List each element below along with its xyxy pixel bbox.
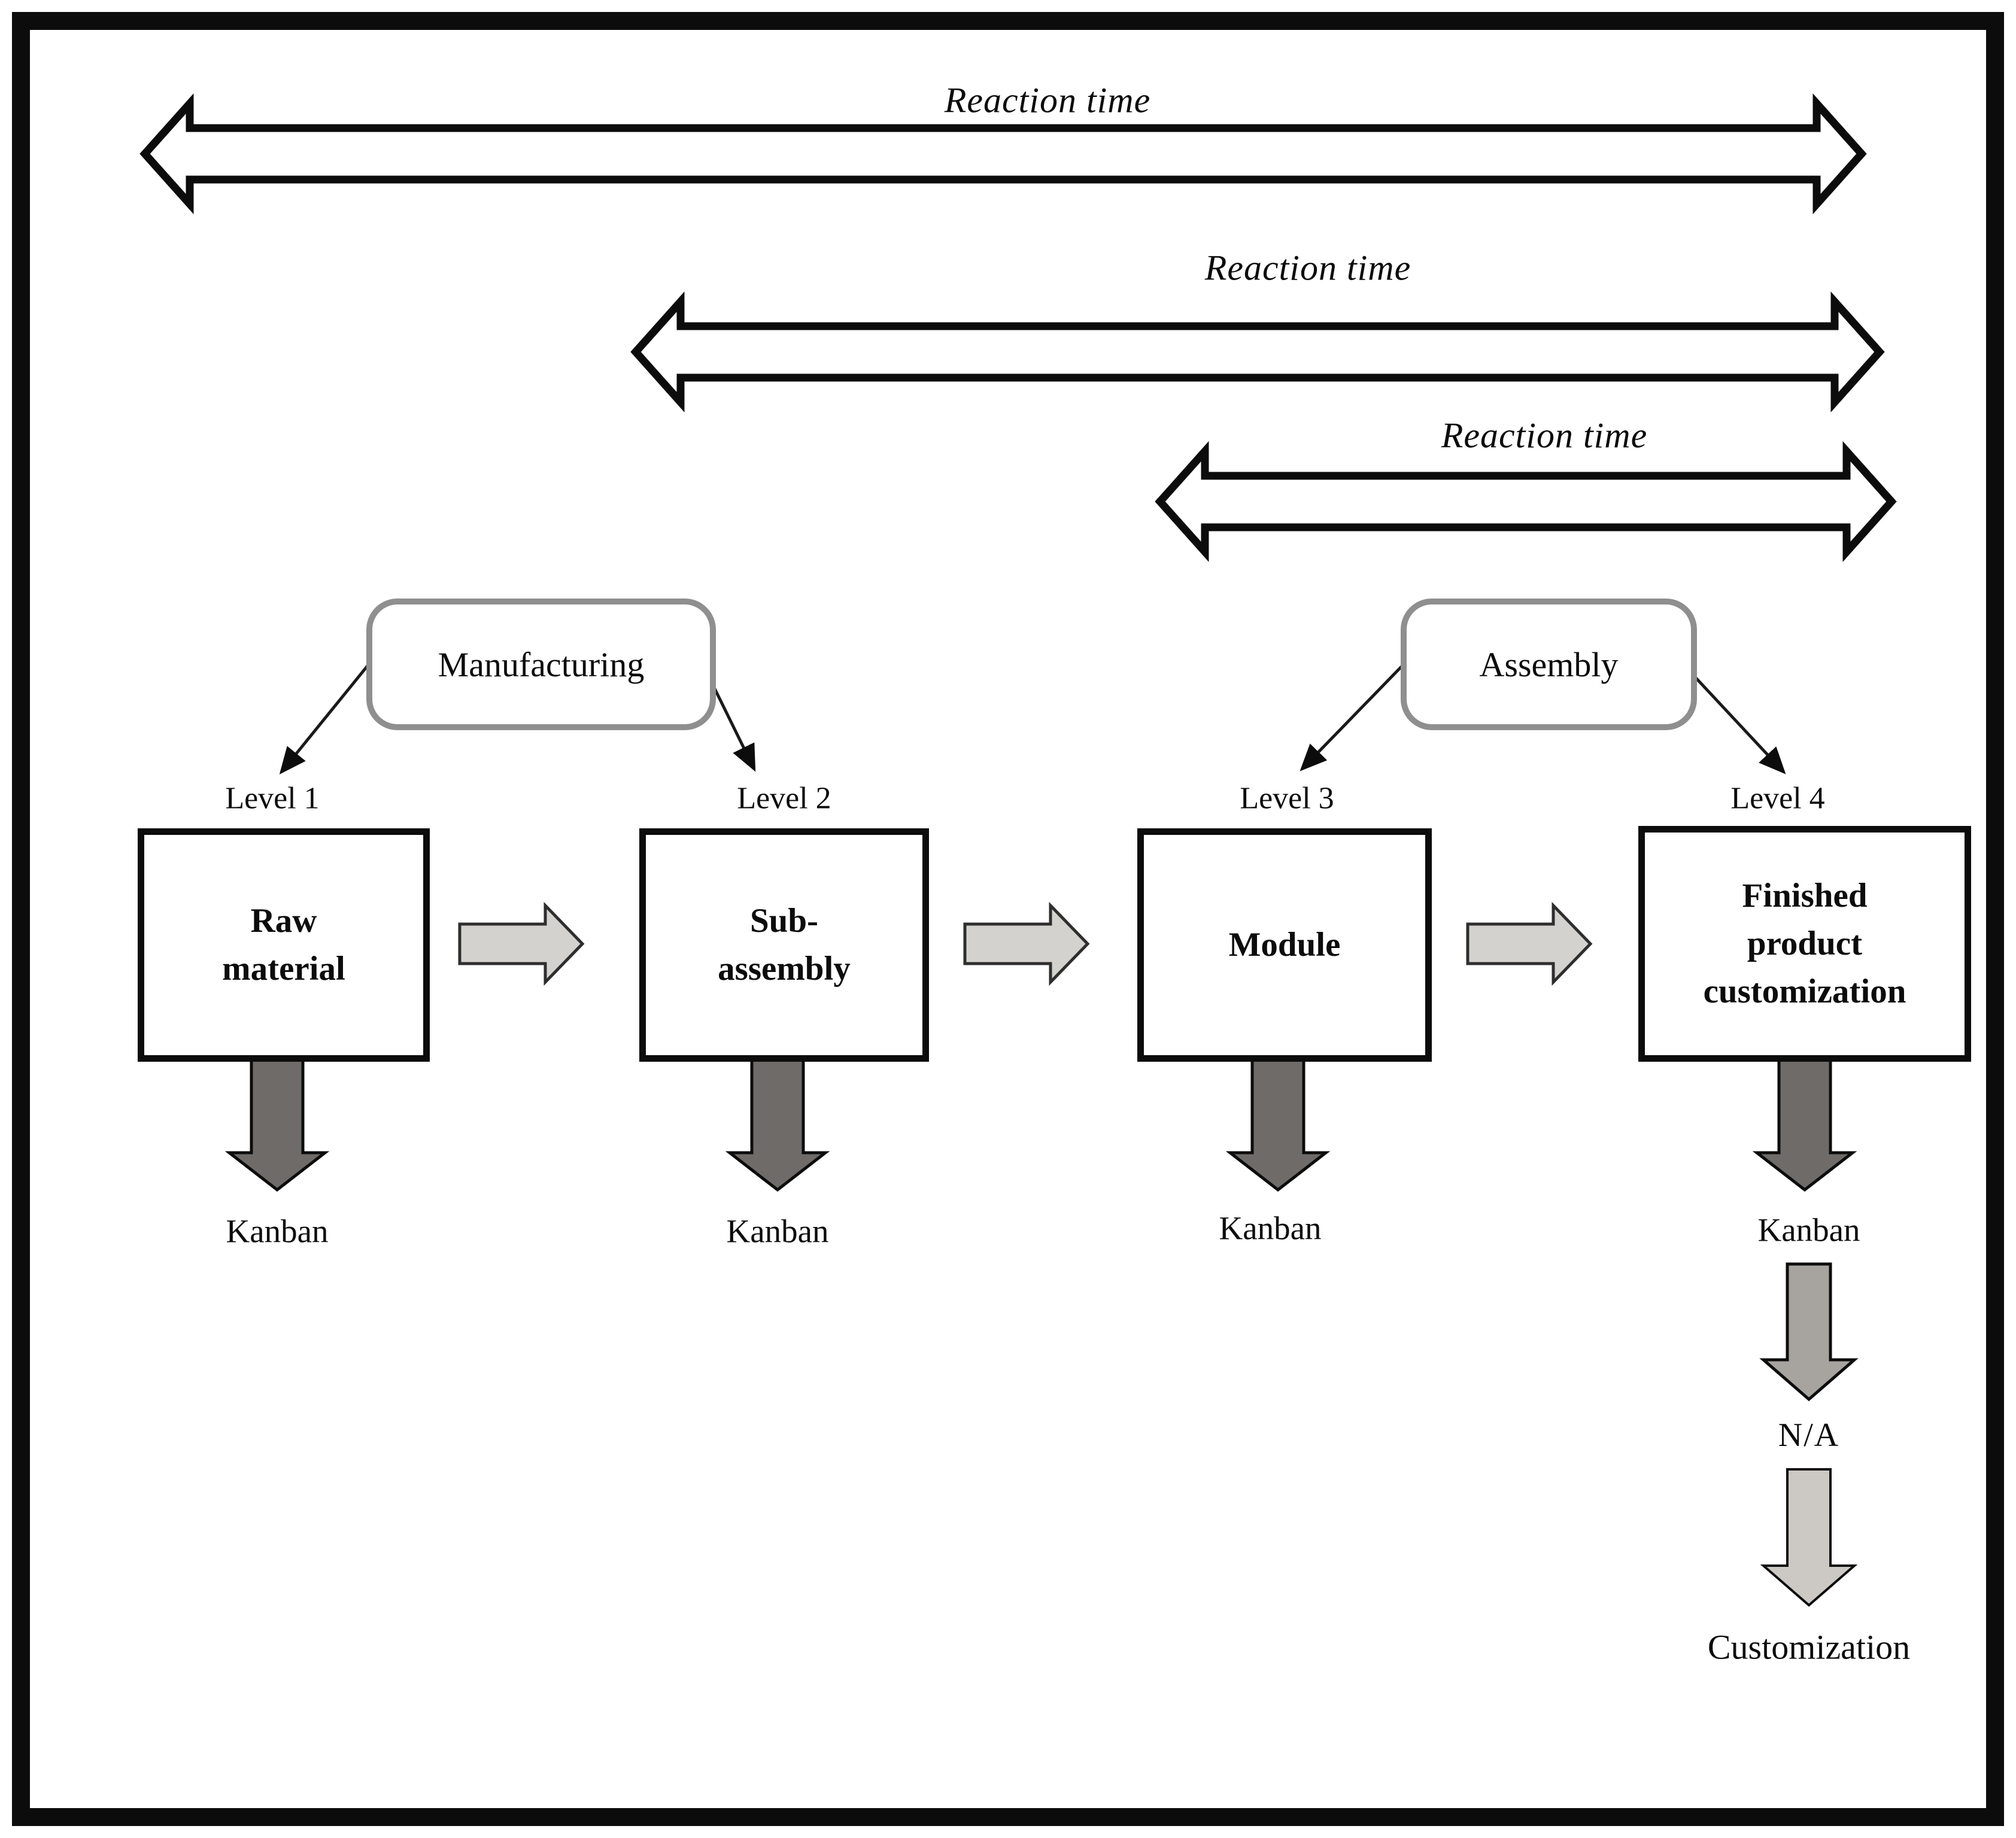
level4-box-line1: Finished [1742, 877, 1868, 915]
kanban-down-arrow-level4-icon [1752, 1058, 1857, 1192]
level2-caption: Level 2 [737, 781, 831, 816]
level4-box: Finished product customization [1638, 826, 1971, 1062]
reaction-time-label-1: Reaction time [944, 80, 1151, 120]
level4-box-line2: product [1747, 925, 1863, 962]
level1-box-line1: Raw [250, 902, 317, 940]
reaction-time-label-3: Reaction time [1441, 415, 1648, 455]
customization-label: Customization [1707, 1627, 1911, 1667]
manufacturing-to-level1-arrow-icon [279, 663, 370, 774]
kanban-label-level2: Kanban [726, 1213, 829, 1250]
assembly-label: Assembly [1479, 645, 1619, 684]
level2-box-line1: Sub- [749, 902, 819, 940]
kanban-down-arrow-level1-icon [224, 1058, 330, 1192]
reaction-time-span-arrow-1 [139, 93, 1867, 215]
level1-box: Raw material [138, 828, 430, 1062]
level4-box-line3: customization [1703, 973, 1906, 1010]
na-to-customization-arrow-icon [1760, 1468, 1858, 1607]
kanban-to-na-arrow-icon [1759, 1262, 1859, 1402]
kanban-label-level4: Kanban [1757, 1211, 1860, 1248]
level3-box: Module [1137, 828, 1432, 1062]
level4-caption: Level 4 [1730, 781, 1825, 816]
level3-box-line1: Module [1228, 926, 1341, 964]
reaction-time-span-arrow-2 [630, 291, 1885, 413]
flow-arrow-level2-to-level3-icon [963, 901, 1090, 986]
na-label: N/A [1778, 1417, 1840, 1454]
level3-caption: Level 3 [1240, 781, 1334, 816]
flow-arrow-level1-to-level2-icon [458, 901, 585, 986]
reaction-time-span-arrow-3 [1155, 440, 1897, 563]
level2-box-line2: assembly [718, 950, 851, 988]
diagram-outer-border [12, 12, 2004, 1826]
kanban-down-arrow-level3-icon [1225, 1058, 1331, 1192]
manufacturing-label-box: Manufacturing [366, 599, 716, 730]
kanban-down-arrow-level2-icon [725, 1058, 830, 1192]
level1-caption: Level 1 [225, 781, 320, 816]
assembly-label-box: Assembly [1401, 599, 1697, 730]
assembly-to-level3-arrow-icon [1300, 663, 1405, 771]
manufacturing-label: Manufacturing [438, 645, 645, 684]
reaction-time-label-2: Reaction time [1204, 248, 1411, 288]
level2-box: Sub- assembly [639, 828, 929, 1062]
assembly-to-level4-arrow-icon [1682, 663, 1786, 774]
kanban-label-level1: Kanban [226, 1213, 329, 1250]
flow-arrow-level3-to-level4-icon [1466, 901, 1593, 986]
level1-box-line2: material [222, 950, 345, 988]
kanban-label-level3: Kanban [1219, 1210, 1322, 1247]
